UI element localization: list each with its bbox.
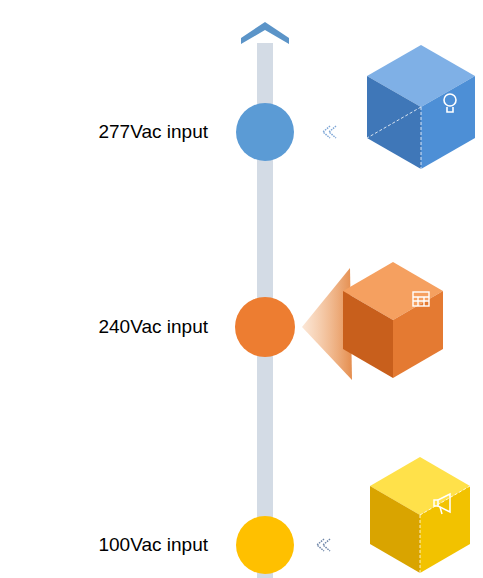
timeline-dot	[236, 516, 294, 574]
timeline-dot	[235, 297, 295, 357]
timeline-dot	[236, 103, 294, 161]
cube-icon	[367, 45, 475, 169]
arrow-icon	[317, 539, 330, 551]
input-label: 240Vac input	[98, 316, 208, 339]
input-label: 100Vac input	[98, 534, 208, 557]
input-label: 277Vac input	[98, 121, 208, 144]
arrow-icon	[323, 126, 336, 138]
cube-icon	[370, 457, 470, 573]
cube-icon	[343, 262, 443, 378]
up-chevron	[241, 22, 289, 44]
